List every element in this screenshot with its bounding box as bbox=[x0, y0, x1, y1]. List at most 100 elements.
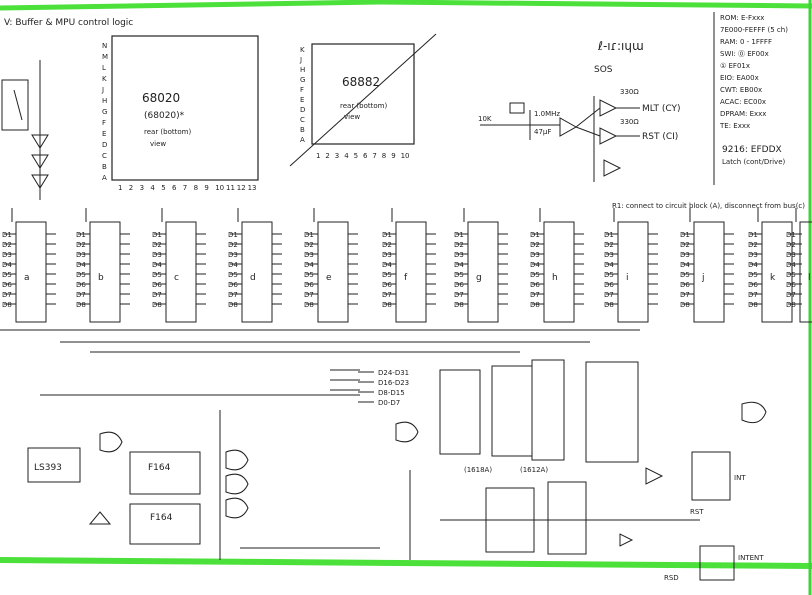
chip-68882-row-label: E bbox=[300, 96, 304, 104]
ic-pin-label: D8 bbox=[2, 301, 12, 309]
ic-pin-label: D5 bbox=[152, 271, 162, 279]
chip-68020-row-label: C bbox=[102, 152, 107, 160]
bus-label: D16-D23 bbox=[378, 379, 409, 387]
ic-pin-label: D8 bbox=[680, 301, 690, 309]
ic-label-g: g bbox=[476, 273, 482, 283]
ic-pin-label: D3 bbox=[2, 251, 12, 259]
ic-pin-label: D8 bbox=[152, 301, 162, 309]
chip-68882-note2: view bbox=[344, 113, 360, 121]
osc-pwr: 10K bbox=[478, 115, 492, 123]
ic-label-e: e bbox=[326, 273, 332, 283]
chip-68020-row-label: N bbox=[102, 42, 107, 50]
header-handwriting: ℓ-ıɾ:ıɥɯ bbox=[597, 39, 644, 53]
chip-68020-row-label: J bbox=[101, 86, 104, 94]
ic-pin-label: D2 bbox=[454, 241, 464, 249]
ic-pin-label: D6 bbox=[152, 281, 162, 289]
chip-f164a: F164 bbox=[148, 463, 171, 473]
ic-pin-label: D8 bbox=[304, 301, 314, 309]
ic-pin-label: D5 bbox=[604, 271, 614, 279]
ic-pin-label: D5 bbox=[228, 271, 238, 279]
memmap-line: EIO: EA00x bbox=[720, 74, 759, 82]
ic-pin-label: D6 bbox=[530, 281, 540, 289]
ic-pin-label: D8 bbox=[76, 301, 86, 309]
chip-68020-row-label: E bbox=[102, 130, 106, 138]
ic-pin-label: D3 bbox=[76, 251, 86, 259]
sos-label: SOS bbox=[594, 65, 613, 75]
ic-pin-label: D1 bbox=[228, 231, 238, 239]
ic-pin-label: D4 bbox=[604, 261, 614, 269]
memory-map: ROM: E-Fxxx 7E000-FEFFF (5 ch)RAM: 0 - 1… bbox=[713, 12, 788, 185]
ic-pin-label: D3 bbox=[786, 251, 796, 259]
osc-cap: 47μF bbox=[534, 128, 551, 136]
chip-68020-row-label: A bbox=[102, 174, 107, 182]
chip-68020-row-label: D bbox=[102, 141, 107, 149]
memmap-line: SWI: ⓪ EF00x bbox=[720, 50, 769, 58]
bus-label: D8-D15 bbox=[378, 389, 405, 397]
ic-pin-label: D1 bbox=[152, 231, 162, 239]
osc-out1: MLT (CY) bbox=[642, 104, 681, 114]
ic-label-i: i bbox=[626, 273, 629, 283]
chip-68020-note1: rear (bottom) bbox=[144, 128, 191, 136]
chip-68882-col-label: 5 bbox=[354, 152, 358, 160]
ic-pin-label: D8 bbox=[228, 301, 238, 309]
buffer-ic-row: D1D2D3D4D5D6D7D8aD1D2D3D4D5D6D7D8bD1D2D3… bbox=[2, 208, 812, 323]
chip-68020-row-label: H bbox=[102, 97, 107, 105]
ic-label-c: c bbox=[174, 273, 179, 283]
ic-pin-label: D4 bbox=[2, 261, 12, 269]
memmap-line: TE: Exxx bbox=[719, 122, 750, 130]
chip-68020-alt: (68020)* bbox=[144, 111, 185, 121]
chip-68882-row-label: J bbox=[299, 56, 302, 64]
ic-pin-label: D4 bbox=[228, 261, 238, 269]
ic-pin-label: D5 bbox=[748, 271, 758, 279]
ic-pin-label: D6 bbox=[228, 281, 238, 289]
ic-pin-label: D7 bbox=[530, 291, 540, 299]
ic-pin-label: D1 bbox=[786, 231, 796, 239]
ic-pin-label: D5 bbox=[454, 271, 464, 279]
ic-pin-label: D8 bbox=[382, 301, 392, 309]
chip-68882-row-label: F bbox=[300, 86, 304, 94]
ic-pin-label: D3 bbox=[228, 251, 238, 259]
ic-label-l: l bbox=[808, 273, 811, 283]
ic-pin-label: D6 bbox=[76, 281, 86, 289]
chip-68882-col-label: 7 bbox=[372, 152, 376, 160]
chip-68882-col-label: 9 bbox=[391, 152, 395, 160]
chip-68020-row-label: G bbox=[102, 108, 107, 116]
chip-68020: 68020 (68020)* rear (bottom) view NMLKJH… bbox=[101, 35, 259, 192]
ic-body bbox=[395, 221, 427, 323]
ic-label-b: b bbox=[98, 273, 104, 283]
ic-pin-label: D3 bbox=[680, 251, 690, 259]
ic-pin-label: D4 bbox=[748, 261, 758, 269]
ic-pin-label: D4 bbox=[786, 261, 796, 269]
ic-pin-label: D7 bbox=[76, 291, 86, 299]
ic-pin-label: D2 bbox=[604, 241, 614, 249]
chip-68882-row-label: A bbox=[300, 136, 305, 144]
chip-68882-col-label: 10 bbox=[401, 152, 410, 160]
ic-pin-label: D8 bbox=[786, 301, 796, 309]
ic-pin-label: D8 bbox=[604, 301, 614, 309]
ic-pin-label: D4 bbox=[76, 261, 86, 269]
ic-pin-label: D3 bbox=[382, 251, 392, 259]
bus-label: D0-D7 bbox=[378, 399, 400, 407]
chip-f164b: F164 bbox=[150, 513, 173, 523]
ic-pin-label: D4 bbox=[382, 261, 392, 269]
chip-1612a: (1612A) bbox=[520, 466, 548, 474]
ic-body bbox=[241, 221, 273, 323]
ic-pin-label: D1 bbox=[304, 231, 314, 239]
memmap-line: 7E000-FEFFF (5 ch) bbox=[720, 26, 788, 34]
ic-label-h: h bbox=[552, 273, 558, 283]
ic-pin-label: D7 bbox=[680, 291, 690, 299]
ic-pin-label: D1 bbox=[680, 231, 690, 239]
chip-68020-row-label: M bbox=[102, 53, 108, 61]
chip-rsd: RSD bbox=[664, 574, 679, 582]
ic-pin-label: D2 bbox=[786, 241, 796, 249]
osc-hz: 1.0MHz bbox=[534, 110, 560, 118]
ic-pin-label: D7 bbox=[228, 291, 238, 299]
top-edge bbox=[0, 0, 812, 11]
chip-68020-col-label: 10 bbox=[215, 184, 224, 192]
ic-pin-label: D5 bbox=[786, 271, 796, 279]
ic-pin-label: D6 bbox=[680, 281, 690, 289]
ic-pin-label: D5 bbox=[680, 271, 690, 279]
ic-pin-label: D2 bbox=[530, 241, 540, 249]
